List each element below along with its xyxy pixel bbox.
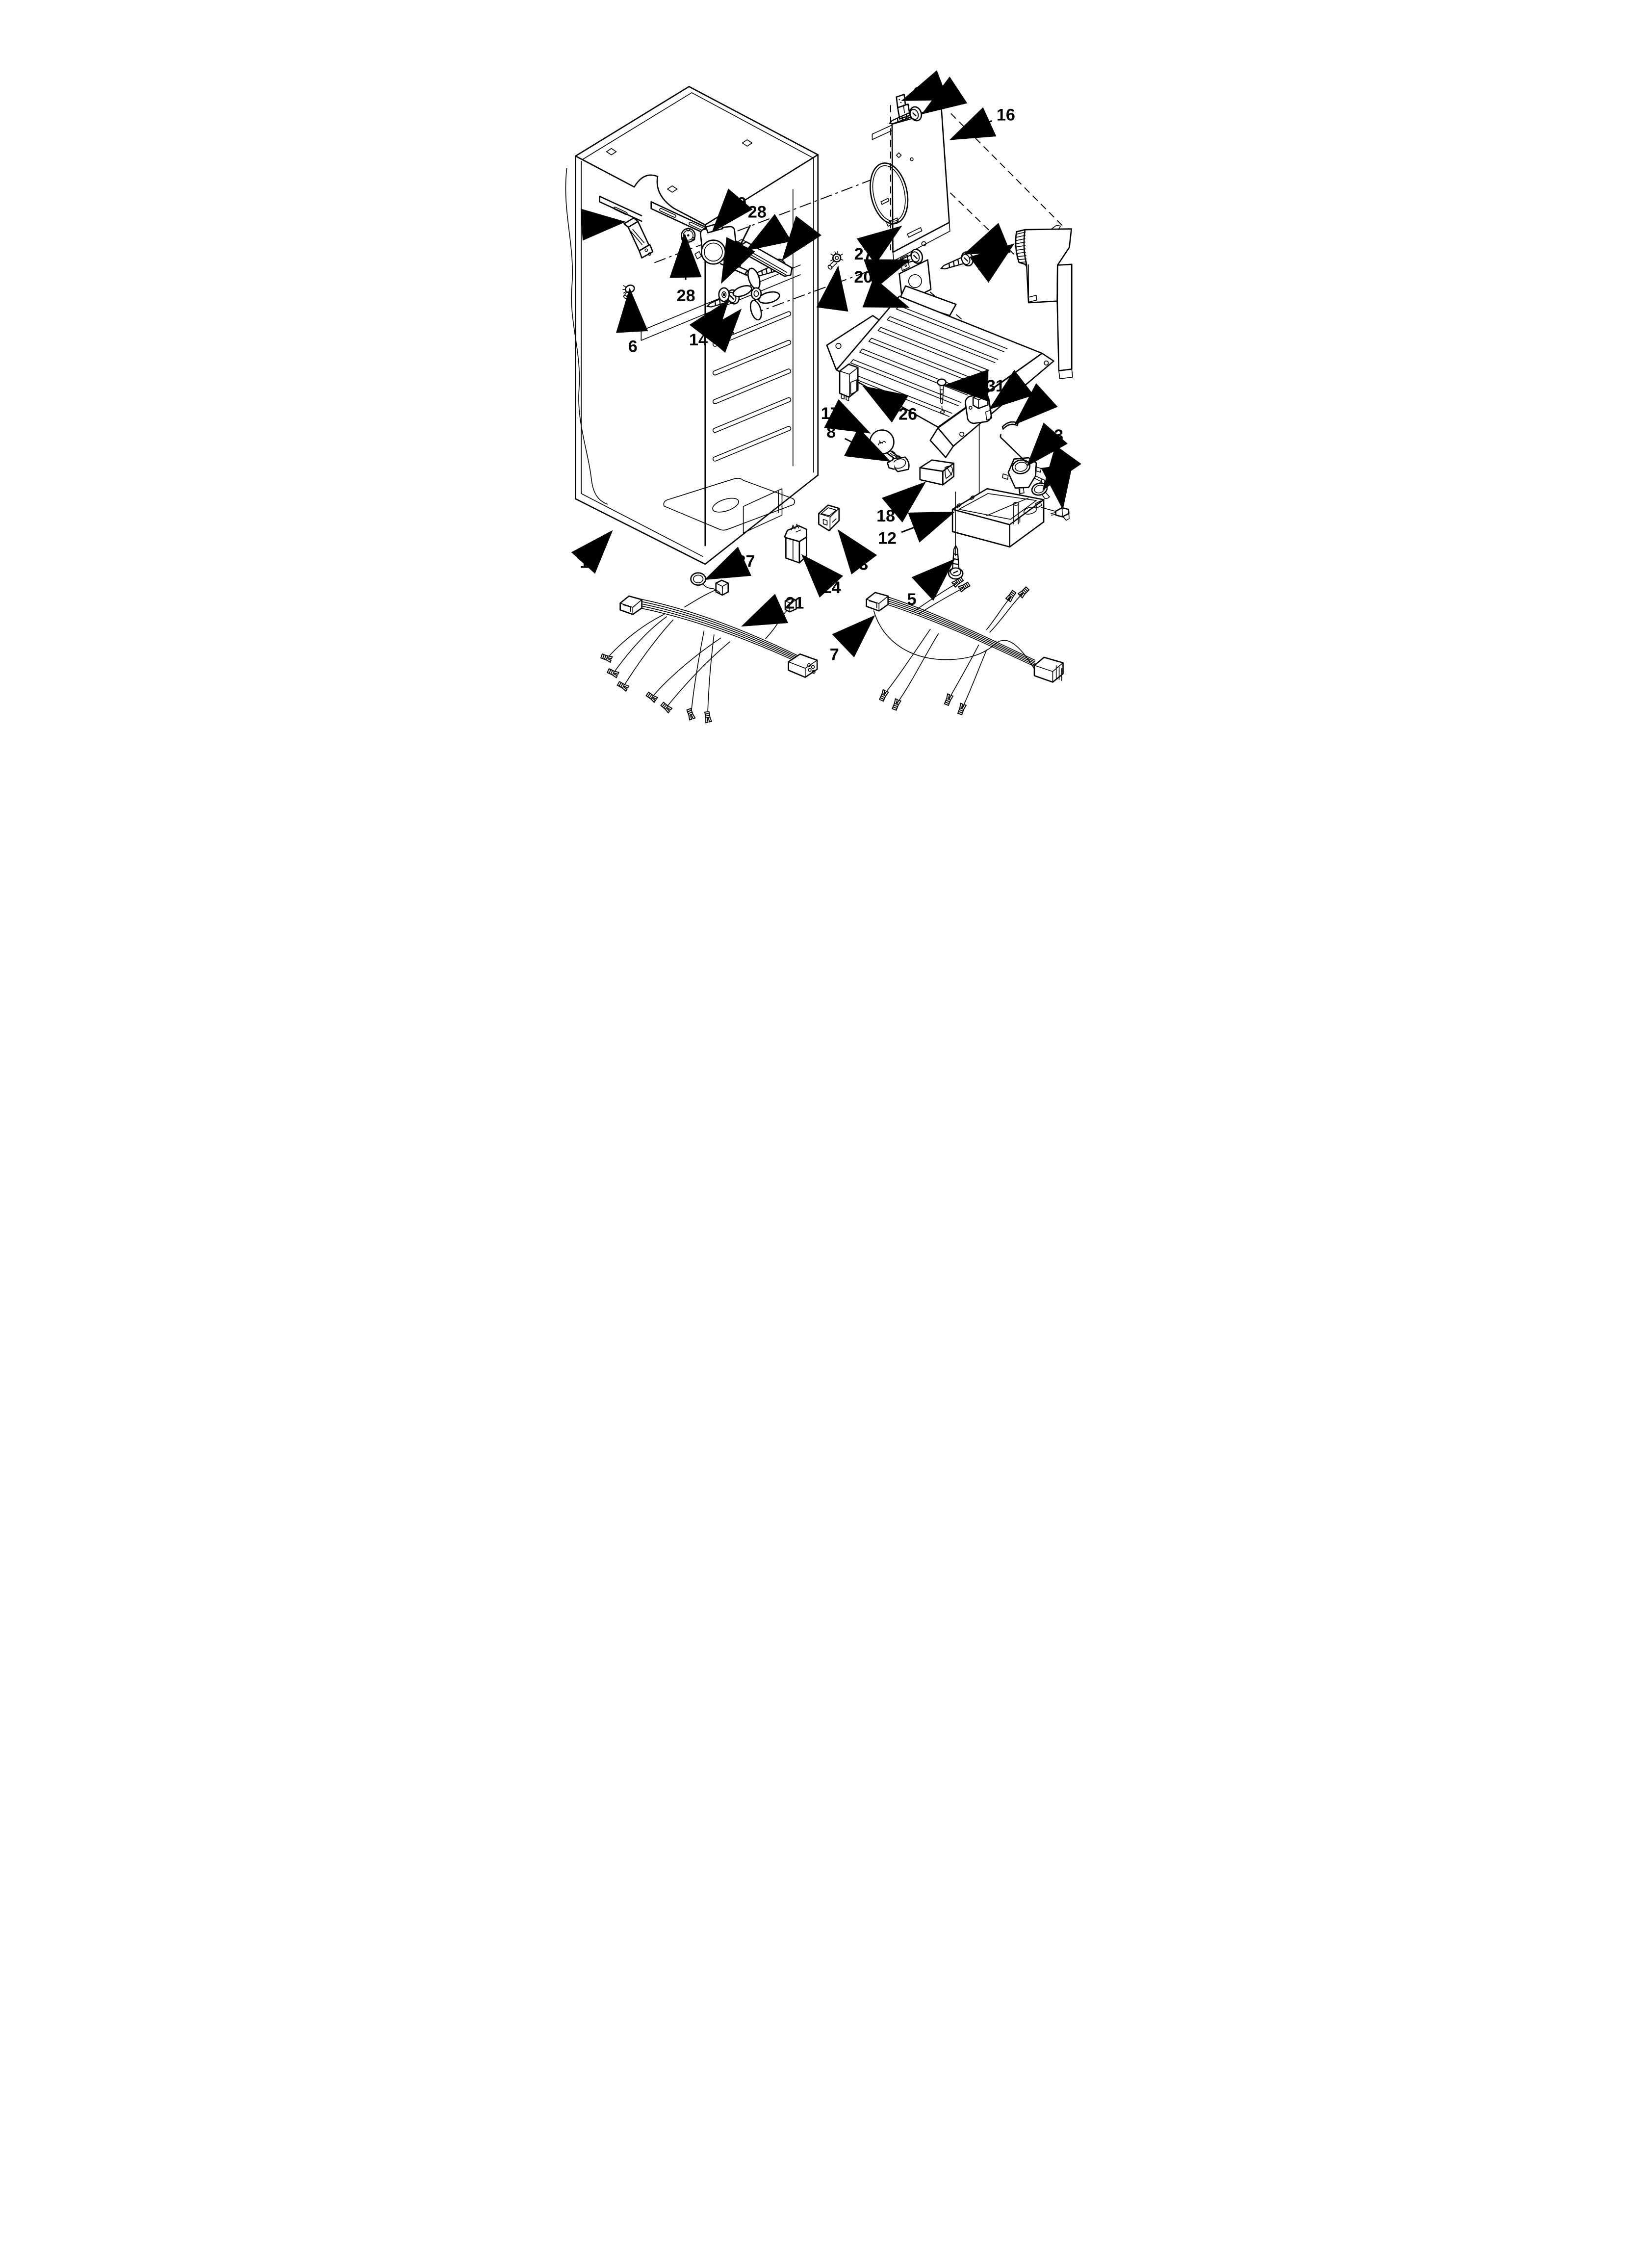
callout-26-leader (862, 386, 909, 423)
callout-21-label: 21 (785, 594, 804, 612)
callout-30-leader (711, 188, 753, 233)
wire-harness-7-drawing (866, 576, 1064, 716)
callout-22-label: 22 (1053, 453, 1072, 472)
bulb-socket-drawing (887, 456, 910, 472)
callout-29-leader (963, 223, 1011, 255)
callout-17-leader (824, 399, 871, 434)
callout-19-leader (1041, 464, 1073, 510)
callout-37-label: 37 (737, 552, 755, 571)
callout-6-label: 6 (628, 337, 638, 356)
callout-13-leader (1026, 422, 1068, 467)
exploded-parts-diagram: 1234567891011121314141516171819202122232… (551, 0, 1091, 745)
bracket-drawing (623, 217, 654, 259)
callout-12-leader (901, 512, 955, 543)
callout-20-leader (863, 259, 911, 290)
callout-1-label: 1 (580, 553, 589, 572)
defrost-thermostat-drawing (965, 393, 993, 501)
callout-31-label: 31 (986, 377, 1005, 395)
door-switch-drawing (1051, 507, 1070, 521)
callout-14a-leader (782, 215, 821, 261)
callout-33-leader (901, 70, 949, 101)
callout-7-leader (832, 615, 875, 658)
relay-drawing (784, 523, 807, 564)
callout-16-leader (949, 107, 997, 140)
callout-10-leader (580, 209, 626, 241)
callout-3-label: 3 (859, 555, 868, 574)
callout-22-leader (1042, 445, 1081, 491)
callout-5-leader (911, 558, 955, 601)
evaporator-drawing (826, 285, 1054, 458)
callout-14b-leader (689, 299, 729, 344)
callout-9-label: 9 (769, 225, 778, 243)
grommet-drawing (690, 572, 720, 593)
callout-28a-label: 28 (748, 203, 767, 221)
callout-5-label: 5 (907, 590, 916, 609)
callout-14b-label: 14 (689, 331, 708, 349)
callout-15-label: 15 (1025, 398, 1044, 417)
callout-28b-leader (669, 233, 702, 280)
callout-27-leader (856, 226, 902, 265)
stud-drawing (827, 251, 844, 270)
callout-13-label: 13 (1045, 426, 1063, 445)
callout-26-label: 26 (898, 405, 917, 423)
callout-11-label: 11 (717, 319, 734, 338)
callout-37-leader (704, 547, 752, 580)
callout-21-leader (741, 594, 788, 627)
callout-16-label: 16 (997, 106, 1015, 125)
screw-29 (938, 249, 976, 276)
callout-32-leader (921, 76, 968, 115)
callout-24-leader (801, 554, 844, 598)
callout-23-label: 23 (977, 255, 996, 274)
callout-2-label: 2 (828, 294, 838, 313)
callout-layer: 1234567891011121314141516171819202122232… (571, 70, 1081, 664)
callout-4-leader (989, 369, 1034, 410)
callout-1-leader (571, 530, 613, 574)
callout-11-leader (700, 308, 742, 353)
air-duct-drawing (1015, 225, 1074, 379)
callout-10-label: 10 (587, 215, 605, 234)
cabinet-liner-drawing (565, 86, 819, 565)
rear-panel-drawing (870, 104, 950, 304)
callout-20-label: 20 (854, 268, 872, 287)
callout-30-label: 30 (728, 194, 746, 213)
wire-harness-21-drawing (600, 579, 818, 723)
callout-12-label: 12 (878, 529, 897, 547)
callout-18-label: 18 (876, 507, 895, 525)
callout-3-leader (837, 529, 877, 574)
callout-27-label: 27 (854, 245, 873, 263)
callout-28b-label: 28 (677, 287, 695, 305)
capillary-clip-drawing (1001, 421, 1019, 430)
plug-button-drawing (622, 285, 635, 299)
callout-8-label: 8 (826, 423, 836, 442)
callout-24-label: 24 (822, 578, 841, 597)
callout-18-leader (881, 481, 926, 522)
lamp-housing-drawing (919, 459, 955, 486)
callout-14a-label: 14 (788, 232, 807, 251)
callout-8-leader (844, 427, 891, 462)
callout-2-leader (816, 265, 848, 312)
damper-cover-drawing (839, 363, 859, 401)
callout-33-label: 33 (914, 84, 932, 103)
drain-pan-drawing (951, 488, 1056, 556)
callout-17-label: 17 (821, 404, 840, 423)
callout-6-leader (616, 287, 648, 333)
light-bulb-drawing (869, 429, 901, 462)
callout-7-label: 7 (830, 646, 839, 664)
fuse-holder-drawing (818, 504, 840, 531)
callout-25-label: 25 (870, 288, 889, 307)
callout-15-leader (1014, 383, 1058, 425)
callout-29-label: 29 (978, 236, 997, 255)
callout-25-leader (862, 277, 910, 308)
callout-28a-leader (721, 225, 755, 284)
callout-32-label: 32 (939, 88, 958, 106)
callout-4-label: 4 (1014, 378, 1024, 396)
